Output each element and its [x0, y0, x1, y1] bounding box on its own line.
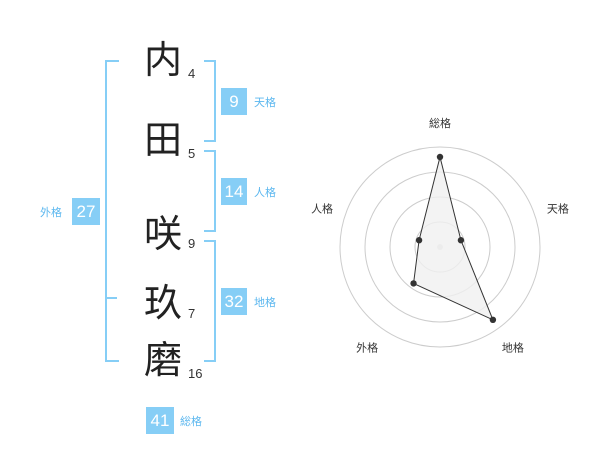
radar-axis-label-3: 地格 — [502, 340, 524, 354]
stroke-count-1: 4 — [188, 66, 196, 81]
jinkaku-bracket — [204, 150, 216, 232]
name-char-2: 田 — [143, 118, 182, 162]
radar-point-3 — [489, 316, 497, 324]
tenkaku-bracket — [204, 60, 216, 142]
gaikaku-badge: 27 — [72, 198, 100, 225]
chikaku-label: 地格 — [254, 296, 276, 309]
chikaku-bracket — [204, 240, 216, 362]
stroke-count-4: 7 — [188, 306, 196, 321]
gaikaku-label: 外格 — [40, 206, 62, 219]
radar-axis-label-1: 総格 — [429, 116, 451, 130]
name-char-5: 磨 — [143, 338, 182, 382]
tenkaku-badge: 9 — [221, 88, 247, 115]
stroke-count-2: 5 — [188, 146, 196, 161]
name-char-1: 内 — [143, 38, 182, 82]
radar-series-polygon — [413, 156, 494, 321]
name-char-4: 玖 — [143, 281, 182, 325]
jinkaku-label: 人格 — [254, 186, 276, 199]
tenkaku-label: 天格 — [254, 96, 276, 109]
name-char-3: 咲 — [143, 212, 182, 256]
radar-point-2 — [457, 237, 465, 244]
radar-ring-4 — [339, 146, 541, 348]
radar-axis-label-4: 外格 — [356, 340, 378, 354]
chikaku-badge: 32 — [221, 288, 247, 315]
soukaku-badge: 41 — [146, 407, 174, 434]
stroke-count-5: 16 — [188, 366, 203, 381]
radar-axis-label-5: 人格 — [311, 202, 333, 216]
radar-point-4 — [410, 280, 417, 287]
jinkaku-badge: 14 — [221, 178, 247, 205]
radar-axis-label-2: 天格 — [547, 202, 569, 216]
stroke-count-3: 9 — [188, 236, 196, 251]
gaikaku-bracket — [105, 60, 119, 362]
radar-point-5 — [415, 237, 423, 244]
radar-point-1 — [436, 153, 444, 161]
soukaku-label: 総格 — [180, 415, 202, 428]
gaikaku-bracket-tick — [105, 297, 117, 299]
